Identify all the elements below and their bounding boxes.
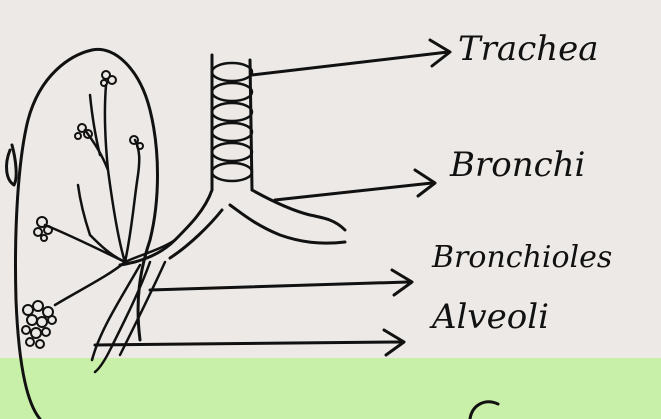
bronchi-arrow: [275, 170, 435, 200]
bronchioles-tree: [45, 85, 175, 372]
bronchioles-label: Bronchioles: [432, 243, 612, 273]
trachea-arrow: [252, 40, 450, 75]
trachea-rings: [212, 63, 252, 181]
bronchi-label: Bronchi: [450, 148, 585, 182]
alveoli-arrow: [95, 330, 404, 355]
alveoli-label: Alveoli: [432, 300, 549, 334]
trachea-label: Trachea: [458, 32, 599, 66]
lung-edge-hook: [7, 145, 17, 185]
bronchioles-arrow: [150, 270, 412, 295]
